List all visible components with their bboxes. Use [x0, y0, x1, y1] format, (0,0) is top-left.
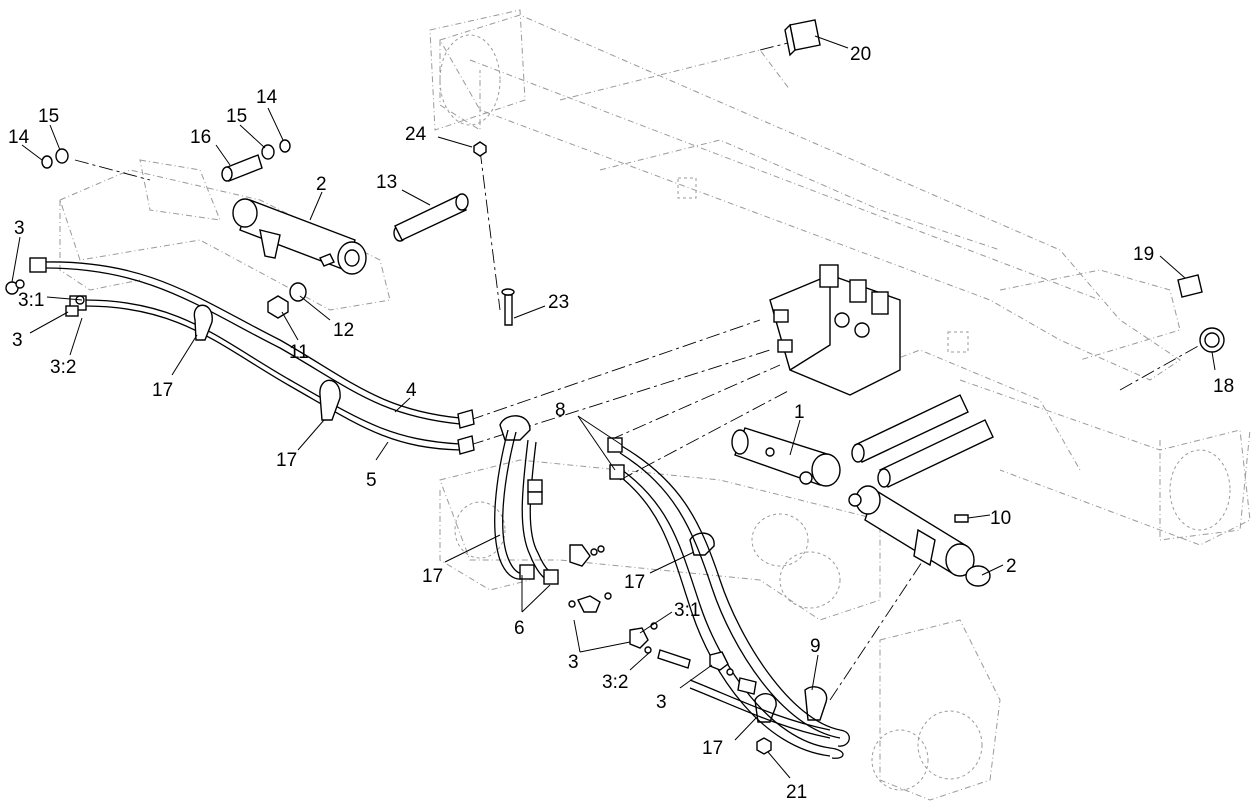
callout-17: 17 [624, 572, 645, 593]
leader-lines [11, 35, 1216, 779]
callout-17: 17 [702, 738, 723, 759]
bolt-and-washer [267, 253, 335, 319]
callouts: 20 14 15 15 14 16 24 2 13 3 3:1 3 3:2 11… [8, 44, 1234, 803]
callout-15: 15 [38, 106, 59, 127]
center-fittings [568, 544, 772, 755]
callout-8: 8 [555, 400, 566, 421]
pin-and-washers [41, 139, 291, 182]
callout-14: 14 [256, 87, 278, 108]
callout-14: 14 [8, 127, 30, 148]
cylinder-center [731, 427, 841, 487]
callout-12: 12 [333, 320, 354, 341]
callout-3-1: 3:1 [674, 600, 700, 621]
callout-3-2: 3:2 [602, 672, 628, 693]
callout-4: 4 [406, 380, 417, 401]
callout-15: 15 [226, 106, 247, 127]
callout-17: 17 [422, 566, 443, 587]
hose-vertical [494, 429, 559, 585]
callout-16: 16 [190, 127, 211, 148]
callout-3: 3 [12, 330, 23, 351]
callout-2: 2 [316, 174, 327, 195]
callout-9: 9 [810, 636, 821, 657]
callout-5: 5 [366, 470, 377, 491]
left-fittings [5, 279, 85, 317]
callout-3: 3 [14, 218, 25, 239]
frame-ghost [59, 9, 1251, 801]
cylinder-lower [848, 485, 991, 587]
callout-18: 18 [1213, 376, 1234, 397]
valve-block [769, 264, 901, 396]
callout-11: 11 [289, 342, 309, 363]
hose-left [29, 257, 475, 455]
callout-17: 17 [276, 450, 297, 471]
callout-10: 10 [990, 508, 1011, 529]
callout-2: 2 [1006, 556, 1017, 577]
phantom-lines [74, 39, 1201, 701]
callout-23: 23 [548, 292, 569, 313]
callout-6: 6 [514, 618, 525, 639]
tie-rods [851, 394, 994, 488]
end-caps [784, 19, 1225, 353]
callout-1: 1 [794, 402, 805, 423]
callout-20: 20 [850, 44, 871, 65]
cylinder-upper [232, 193, 469, 275]
bolts-23-24 [473, 141, 515, 326]
callout-19: 19 [1133, 244, 1154, 265]
callout-24: 24 [405, 124, 427, 145]
hose-center [607, 437, 850, 759]
callout-3: 3 [656, 692, 667, 713]
hose-clamps [193, 304, 828, 723]
callout-3-2: 3:2 [50, 357, 76, 378]
callout-21: 21 [786, 782, 807, 803]
callout-3-1: 3:1 [18, 290, 44, 311]
callout-17: 17 [152, 380, 173, 401]
callout-13: 13 [376, 172, 397, 193]
callout-3: 3 [568, 652, 579, 673]
